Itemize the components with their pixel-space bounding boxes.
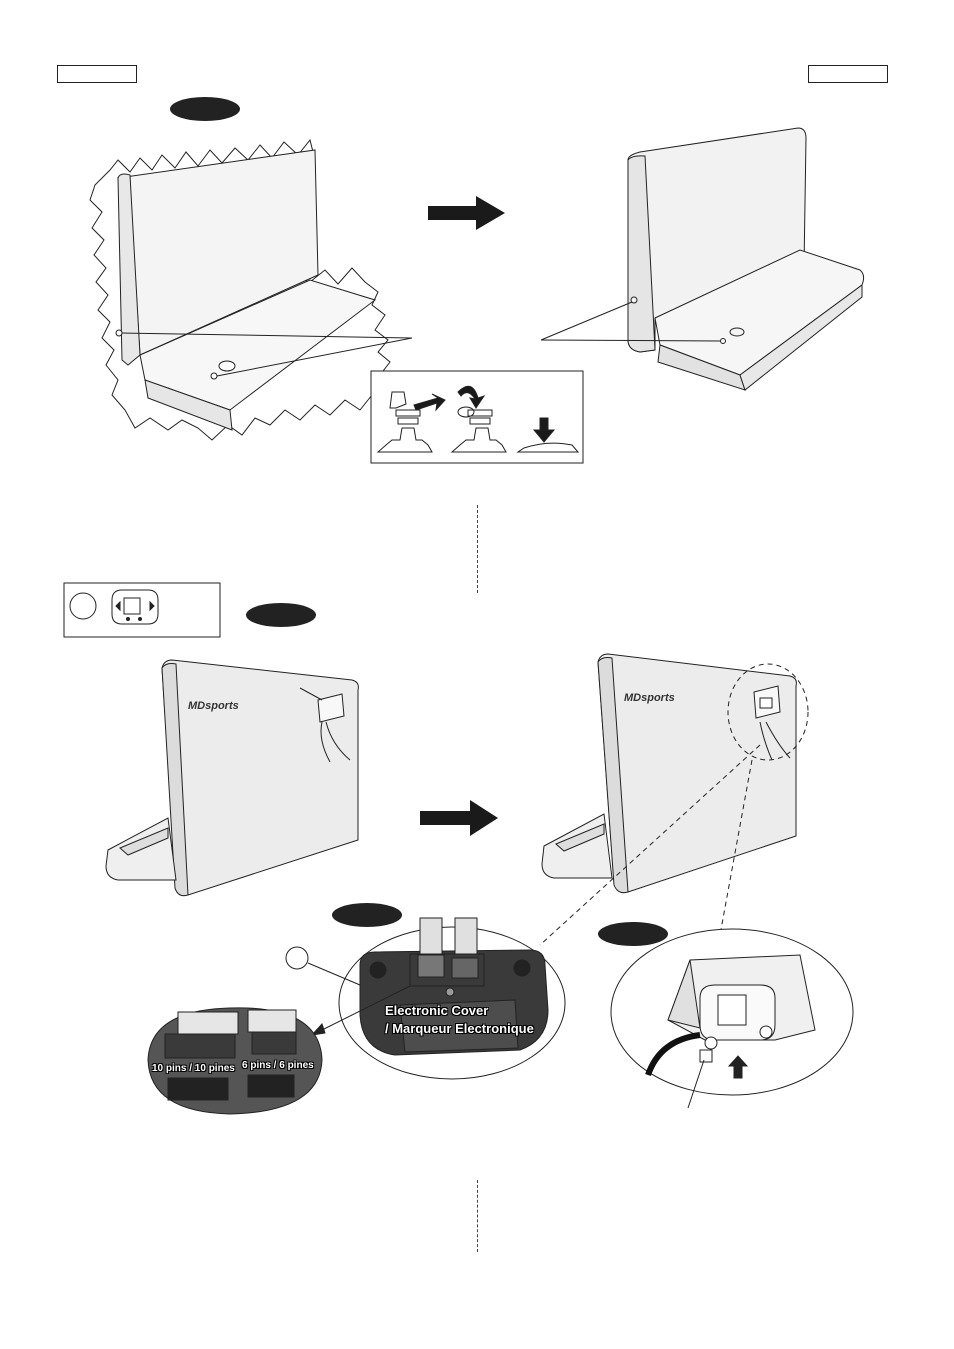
pins-10-label: 10 pins / 10 pines bbox=[152, 1063, 235, 1074]
step-badge-1 bbox=[170, 97, 240, 121]
wrapped-mat-illustration bbox=[89, 138, 413, 441]
corner-box-right bbox=[808, 65, 888, 83]
valve-detail-box bbox=[370, 370, 584, 464]
electronic-cover-label: Electronic Cover bbox=[385, 1003, 489, 1018]
step-badge-3 bbox=[332, 903, 402, 927]
console-mount-detail bbox=[610, 928, 854, 1109]
corner-box-left bbox=[57, 65, 137, 83]
step-badge-2 bbox=[246, 603, 316, 627]
arrow-right-icon-2 bbox=[420, 800, 498, 836]
mat-assembled-illustration bbox=[540, 127, 865, 391]
mat-with-console-left bbox=[105, 659, 359, 897]
mat-with-console-right bbox=[539, 653, 809, 946]
step-badge-4 bbox=[598, 922, 668, 946]
pins-6-label: 6 pins / 6 pines bbox=[242, 1060, 314, 1071]
brand-logo-left: MDsports bbox=[188, 700, 239, 712]
part-callout-box bbox=[63, 582, 221, 638]
divider-bottom bbox=[477, 1180, 478, 1252]
brand-logo-right: MDsports bbox=[624, 692, 675, 704]
pins-inset bbox=[147, 1007, 323, 1115]
arrow-right-icon-1 bbox=[428, 196, 505, 230]
connector-detail bbox=[285, 917, 566, 1080]
electronic-cover-label-fr: / Marqueur Electronique bbox=[385, 1021, 534, 1036]
divider-top bbox=[477, 505, 478, 593]
